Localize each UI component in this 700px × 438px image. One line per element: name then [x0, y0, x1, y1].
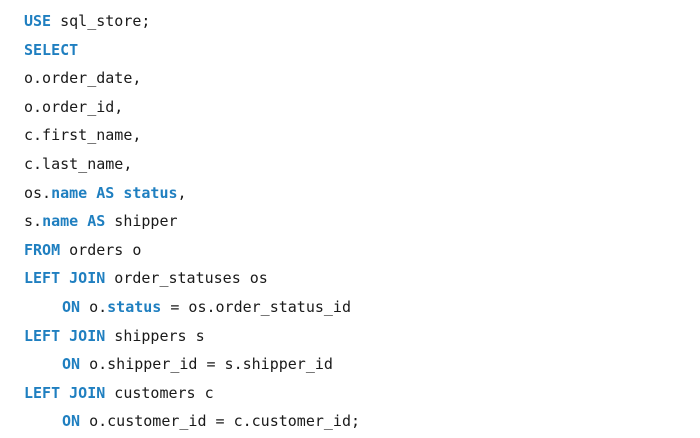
- sql-text: o.customer_id = c.customer_id;: [80, 412, 361, 431]
- sql-text: [87, 184, 96, 202]
- sql-keyword: status: [107, 297, 162, 316]
- sql-keyword: name: [51, 183, 88, 202]
- sql-text: o.order_date,: [24, 69, 142, 88]
- code-line: ON o.status = os.order_status_id: [24, 293, 360, 322]
- code-line: SELECT: [24, 36, 360, 65]
- sql-text: c.last_name,: [24, 154, 133, 173]
- sql-keyword: ON: [62, 355, 81, 374]
- sql-keyword: ON: [62, 412, 81, 431]
- sql-keyword: LEFT JOIN: [24, 326, 106, 345]
- sql-text: customers c: [105, 383, 214, 402]
- code-line: s.name AS shipper: [24, 207, 360, 236]
- sql-keyword: FROM: [24, 240, 61, 259]
- code-line: o.order_id,: [24, 93, 360, 122]
- sql-text: ,: [177, 183, 187, 202]
- sql-keyword: status: [123, 183, 178, 202]
- sql-text: os.: [24, 183, 52, 202]
- code-line: o.order_date,: [24, 64, 360, 93]
- code-line: c.first_name,: [24, 121, 360, 150]
- code-line: ON o.customer_id = c.customer_id;: [24, 407, 360, 436]
- sql-text: = os.order_status_id: [161, 297, 351, 316]
- sql-text: shipper: [105, 212, 178, 231]
- sql-text: sql_store;: [51, 12, 151, 30]
- code-line: os.name AS status,: [24, 179, 360, 208]
- sql-keyword: SELECT: [24, 40, 79, 59]
- code-line: LEFT JOIN shippers s: [24, 322, 360, 351]
- code-line: FROM orders o: [24, 236, 360, 265]
- sql-keyword: LEFT JOIN: [24, 269, 106, 288]
- sql-keyword: AS: [87, 212, 106, 231]
- sql-text: order_statuses os: [105, 269, 268, 288]
- sql-text: shippers s: [105, 326, 205, 345]
- sql-text: o.order_id,: [24, 97, 124, 116]
- code-line: LEFT JOIN order_statuses os: [24, 264, 360, 293]
- sql-text: [114, 184, 123, 202]
- sql-keyword: USE: [24, 12, 52, 30]
- sql-text: c.first_name,: [24, 126, 142, 145]
- code-line: ON o.shipper_id = s.shipper_id: [24, 350, 360, 379]
- sql-text: o.shipper_id = s.shipper_id: [80, 355, 333, 374]
- code-line: LEFT JOIN customers c: [24, 379, 360, 408]
- sql-text: o.: [80, 297, 108, 316]
- sql-keyword: AS: [96, 183, 115, 202]
- sql-keyword: LEFT JOIN: [24, 383, 106, 402]
- sql-text: orders o: [60, 240, 142, 259]
- code-line: c.last_name,: [24, 150, 360, 179]
- code-line: USE sql_store;: [24, 7, 360, 36]
- sql-keyword: ON: [62, 297, 81, 316]
- sql-text: s.: [24, 212, 43, 231]
- sql-text: [78, 212, 87, 230]
- sql-keyword: name: [42, 212, 79, 231]
